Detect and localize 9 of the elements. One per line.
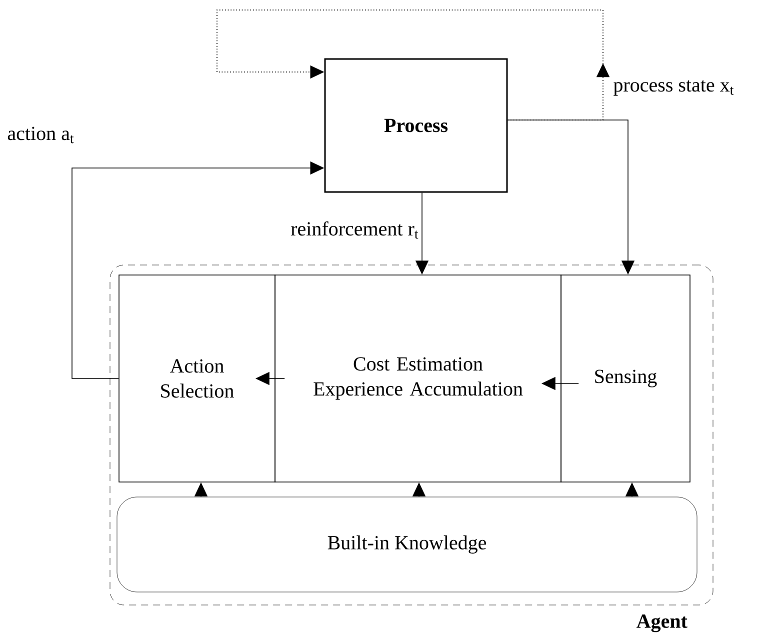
process-box: Process (324, 58, 508, 193)
edge-label: process state x$_{t}$ (612, 79, 736, 97)
node-label: Agent (636, 614, 688, 632)
module-box: Action Selection (118, 274, 276, 482)
module-box: Cost Estimation Experience Accumulation (274, 274, 562, 482)
module-box: Sensing (560, 274, 690, 482)
edge-label: reinforcement r$_{t}$ (290, 220, 420, 240)
knowledge-box: Built-in Knowledge (116, 496, 698, 592)
edge-label: action a$_{t}$ (6, 126, 76, 144)
